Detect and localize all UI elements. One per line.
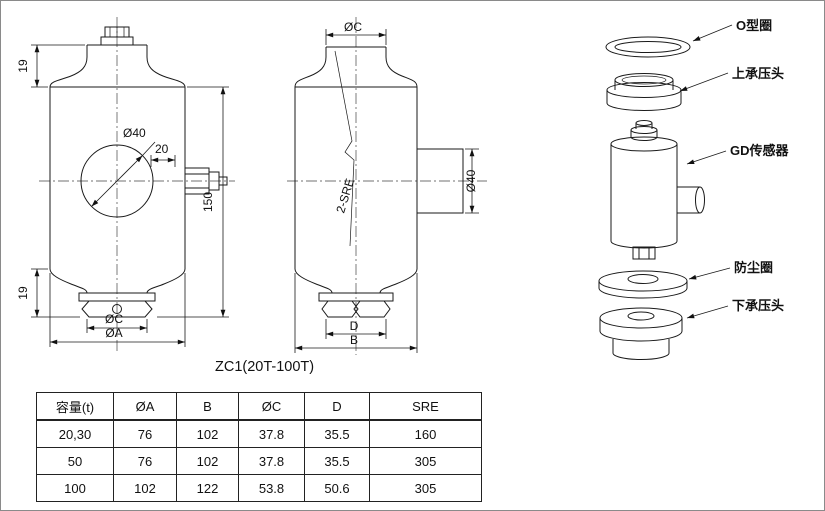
dim-offset-label: 20 [155,142,169,156]
table-row: 50 76 102 37.8 35.5 305 [36,447,482,475]
spec-cell: 100 [36,474,114,502]
cable-symbol [334,50,355,247]
col-header-sre: SRE [369,392,482,421]
technical-drawing: Ø40 20 19 19 150 ØC ØA [16,17,790,375]
table-row: 20,30 76 102 37.8 35.5 160 [36,419,482,448]
spec-cell: 37.8 [238,419,305,448]
spec-cell: 102 [176,419,239,448]
spec-cell: 122 [176,474,239,502]
spec-cell: 53.8 [238,474,305,502]
col-header-capacity: 容量(t) [36,392,114,421]
spec-cell: 102 [113,474,177,502]
lower-bearing-head-part [599,307,683,360]
lower-bearing-head-label: 下承压头 [732,298,784,313]
spec-cell: 76 [113,419,177,448]
dim-total-height-label: 150 [201,192,215,212]
spec-cell: 102 [176,447,239,475]
spec-cell: 305 [369,447,482,475]
col-header-b: B [176,392,239,421]
spec-cell: 76 [113,447,177,475]
spec-header-row: 容量(t) ØA B ØC D SRE [36,392,482,421]
exploded-labels: O型圈 上承压头 GD传感器 防尘圈 下承压头 [679,18,790,319]
spec-cell: 160 [369,419,482,448]
dim-cap-dia-label: ØC [105,312,123,326]
side-view-dimensions: ØC 2-SRE Ø40 D B [294,20,479,353]
col-header-dia-c: ØC [238,392,305,421]
spec-cell: 35.5 [304,447,370,475]
dim-boss-dia-label: Ø40 [464,169,478,192]
front-view [39,17,235,353]
gd-sensor-part [610,120,705,260]
gd-sensor-label: GD传感器 [730,143,790,158]
dim-body-dia-label: ØA [105,326,122,340]
dim-circle-label: Ø40 [123,126,146,140]
spec-table: 容量(t) ØA B ØC D SRE 20,30 76 102 37.8 35… [36,392,482,502]
drawing-title: ZC1(20T-100T) [215,359,314,375]
upper-bearing-head-part [606,73,682,111]
table-row: 100 102 122 53.8 50.6 305 [36,474,482,502]
side-view [287,17,487,355]
upper-bearing-head-label: 上承压头 [732,66,784,81]
cable-spec-label: 2-SRE [333,177,357,215]
col-header-d: D [304,392,370,421]
dust-ring-label: 防尘圈 [734,260,773,275]
spec-cell: 50.6 [304,474,370,502]
spec-cell: 35.5 [304,419,370,448]
spec-cell: 37.8 [238,447,305,475]
dim-top-dia-label: ØC [344,20,362,34]
front-view-dimensions: Ø40 20 19 19 150 ØC ØA [16,44,229,347]
spec-cell: 305 [369,474,482,502]
spec-cell: 50 [36,447,114,475]
dim-bottom-height-label: 19 [16,286,30,300]
o-ring-label: O型圈 [736,18,772,33]
col-header-dia-a: ØA [113,392,177,421]
exploded-view: O型圈 上承压头 GD传感器 防尘圈 下承压头 [598,18,790,360]
dim-top-height-label: 19 [16,59,30,73]
spec-cell: 20,30 [36,419,114,448]
dim-bottom-width-label: D [350,319,359,333]
o-ring-part [605,36,691,58]
dust-ring-part [598,270,688,299]
dim-body-width-label: B [350,333,358,347]
